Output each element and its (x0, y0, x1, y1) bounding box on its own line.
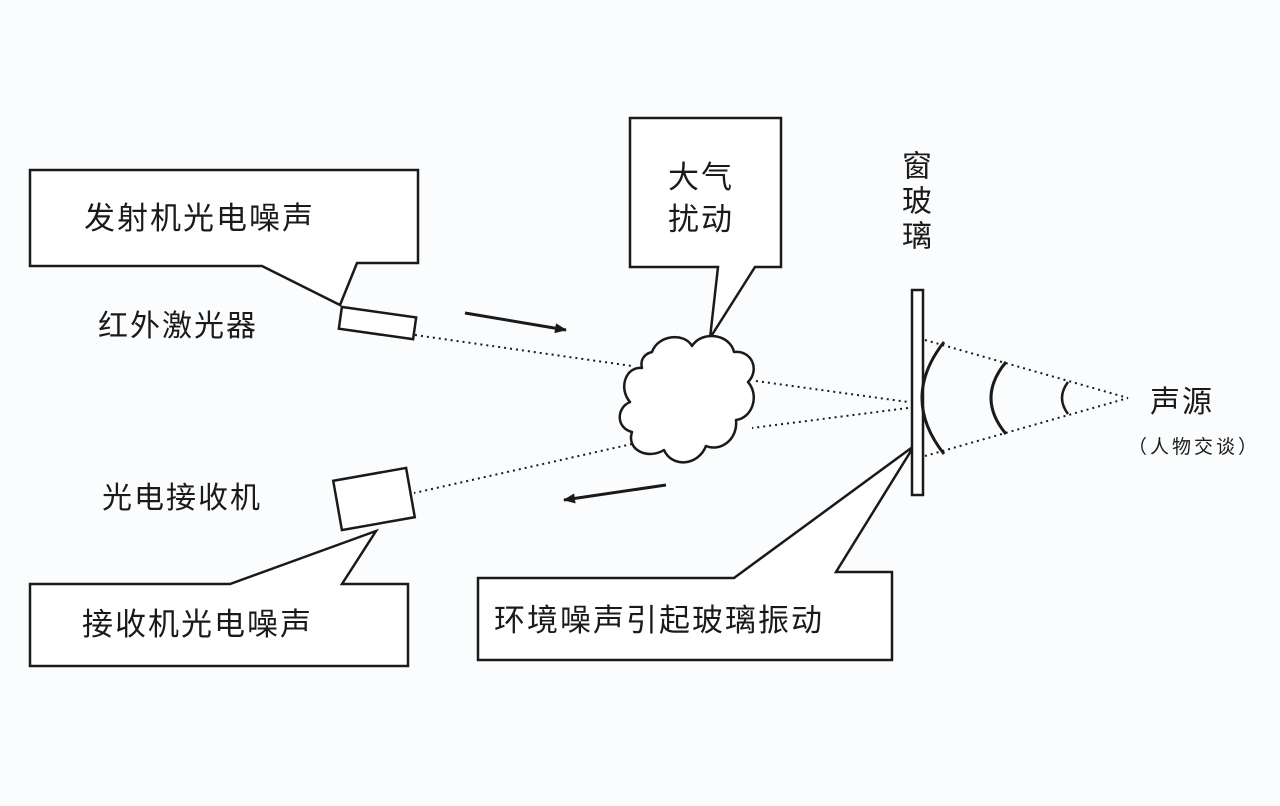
sound-cone-lower (924, 397, 1129, 457)
sound-cone-upper (924, 339, 1129, 399)
beam-glass-to-cloud (751, 407, 909, 429)
ir-laser-label: 红外激光器 (98, 309, 258, 344)
callout-transmitter-noise-bubble (28, 168, 420, 307)
callout-atmospheric-bubble (628, 116, 783, 339)
arrow-outgoing (464, 311, 567, 334)
callout-receiver-noise-bubble (28, 528, 410, 668)
sound-wave-arc-small (1060, 381, 1070, 415)
callout-atmospheric-text: 大气扰动 (668, 160, 734, 238)
sound-source-label: 声源 (1150, 385, 1214, 420)
atmospheric-cloud (618, 334, 755, 464)
beam-cloud-to-glass (755, 380, 909, 403)
callout-receiver-noise-text: 接收机光电噪声 (82, 607, 313, 643)
sound-wave-arc-large (920, 341, 946, 455)
ir-laser-device (337, 305, 418, 341)
window-glass-label: 窗玻璃 (896, 150, 931, 255)
photo-receiver-label: 光电接收机 (102, 481, 262, 516)
callout-environment-noise-text: 环境噪声引起玻璃振动 (494, 603, 824, 639)
callout-environment-noise-bubble (476, 444, 916, 662)
sound-wave-arc-medium (989, 361, 1008, 435)
arrow-returning (563, 483, 667, 504)
photo-receiver-device (331, 466, 417, 532)
beam-laser-to-cloud (414, 334, 633, 367)
sound-source-note: （人物交谈） (1128, 436, 1261, 458)
callout-transmitter-noise-text: 发射机光电噪声 (84, 201, 315, 237)
beam-cloud-to-receiver (413, 443, 633, 494)
